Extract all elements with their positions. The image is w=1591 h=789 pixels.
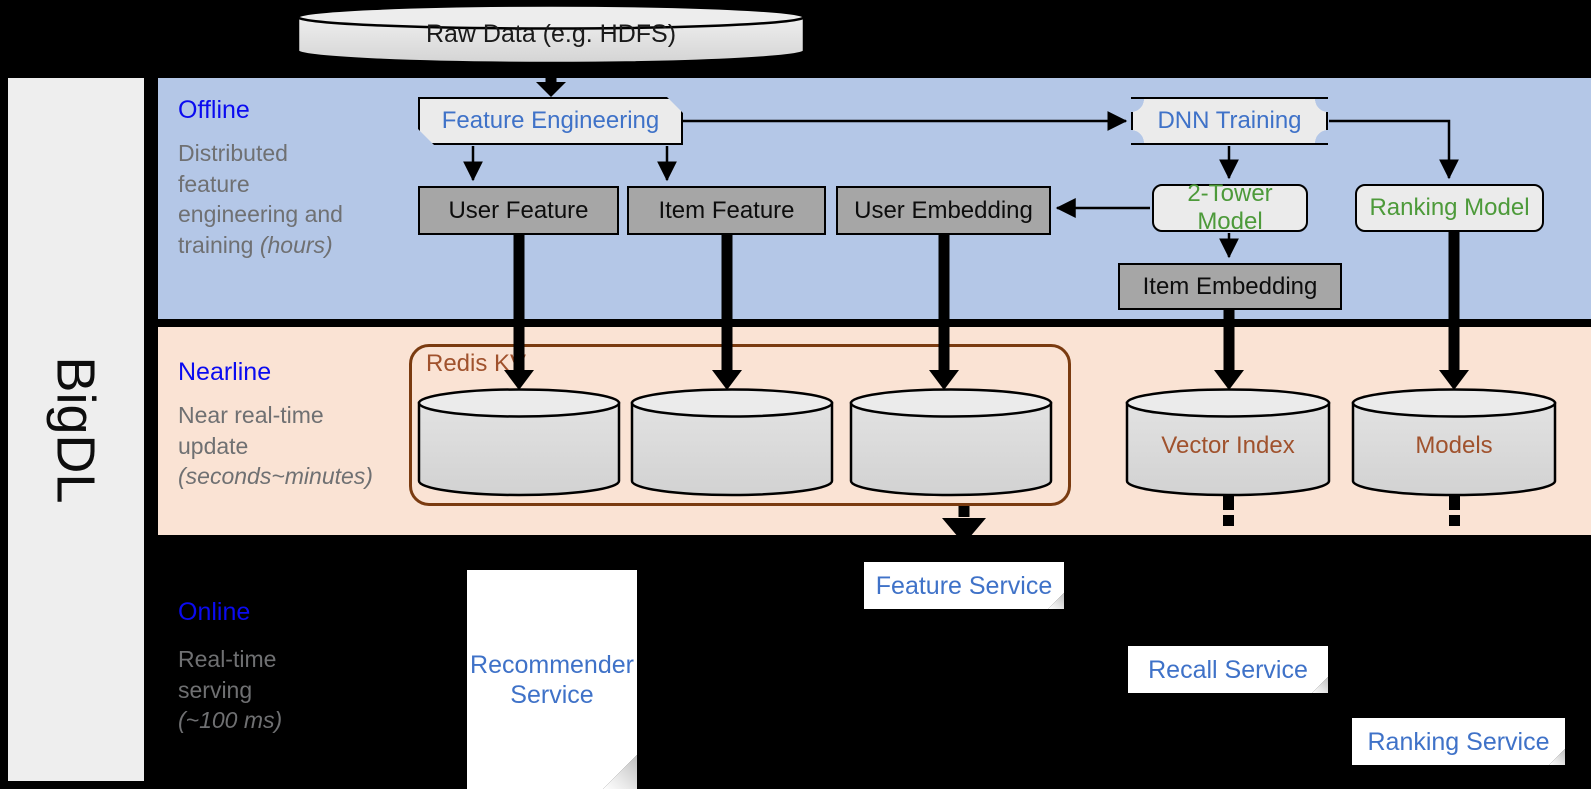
online-desc-line-2: serving bbox=[178, 676, 253, 703]
offline-stage-description: Distributed feature engineering and trai… bbox=[178, 138, 393, 260]
user-embedding-label: User Embedding bbox=[854, 196, 1033, 224]
vector-index-shape bbox=[1125, 388, 1331, 497]
user-embedding-store-cylinder[interactable] bbox=[849, 388, 1053, 497]
offline-desc-line-3: engineering and bbox=[178, 201, 343, 228]
nearline-desc-line-2: update bbox=[178, 432, 249, 459]
models-label: Models bbox=[1415, 432, 1493, 459]
recommender-service-label-line2: Service bbox=[510, 680, 594, 709]
item-feature-label: Item Feature bbox=[658, 196, 795, 224]
ranking-model-node[interactable]: Ranking Model bbox=[1355, 184, 1544, 232]
offline-desc-line-2: feature bbox=[178, 170, 250, 197]
bigdl-label: BigDL bbox=[46, 355, 107, 504]
item-embedding-node[interactable]: Item Embedding bbox=[1118, 263, 1342, 310]
recommender-service-label: Recommender Service bbox=[470, 650, 634, 710]
ranking-model-label: Ranking Model bbox=[1369, 194, 1530, 221]
feature-service-label: Feature Service bbox=[875, 571, 1053, 600]
models-cylinder[interactable]: Models bbox=[1351, 388, 1557, 497]
dnn-training-node[interactable]: DNN Training bbox=[1131, 97, 1328, 145]
ranking-service-label: Ranking Service bbox=[1367, 727, 1550, 756]
user-feature-store-cylinder[interactable] bbox=[417, 388, 621, 497]
item-feature-store-cylinder[interactable] bbox=[630, 388, 834, 497]
vector-index-cylinder[interactable]: Vector Index bbox=[1125, 388, 1331, 497]
recommender-service-label-line1: Recommender bbox=[470, 650, 634, 679]
bigdl-framework-rail: BigDL bbox=[8, 78, 144, 781]
two-tower-model-node[interactable]: 2-Tower Model bbox=[1152, 180, 1308, 235]
recall-service-node[interactable]: Recall Service bbox=[1128, 646, 1328, 693]
offline-desc-line-4: training bbox=[178, 231, 260, 258]
online-desc-italic: (~100 ms) bbox=[178, 707, 283, 734]
user-embedding-store-shape bbox=[849, 388, 1053, 497]
nearline-desc-italic: (seconds~minutes) bbox=[178, 463, 373, 490]
item-feature-store-shape bbox=[630, 388, 834, 497]
recommender-service-node[interactable]: Recommender Service bbox=[467, 570, 637, 789]
redis-kv-group bbox=[409, 344, 1071, 506]
raw-data-label: Raw Data (e.g. HDFS) bbox=[425, 20, 677, 48]
vector-index-label: Vector Index bbox=[1161, 432, 1295, 459]
feature-service-node[interactable]: Feature Service bbox=[864, 562, 1064, 609]
nearline-stage-title: Nearline bbox=[178, 358, 272, 386]
online-stage-description: Real-time serving (~100 ms) bbox=[178, 644, 393, 736]
online-stage-title: Online bbox=[178, 598, 251, 626]
online-desc-line-1: Real-time bbox=[178, 646, 277, 672]
user-embedding-node[interactable]: User Embedding bbox=[836, 186, 1051, 235]
redis-kv-label: Redis KV bbox=[426, 350, 527, 377]
recall-service-label: Recall Service bbox=[1148, 655, 1308, 684]
feature-engineering-label: Feature Engineering bbox=[441, 107, 660, 134]
user-feature-label: User Feature bbox=[448, 196, 589, 224]
raw-data-cylinder-shape bbox=[296, 4, 806, 65]
feature-engineering-node[interactable]: Feature Engineering bbox=[418, 97, 683, 145]
user-feature-node[interactable]: User Feature bbox=[418, 186, 619, 235]
two-tower-model-label: 2-Tower Model bbox=[1187, 180, 1273, 235]
offline-desc-line-1: Distributed bbox=[178, 140, 288, 166]
user-feature-store-shape bbox=[417, 388, 621, 497]
item-feature-node[interactable]: Item Feature bbox=[627, 186, 826, 235]
models-shape bbox=[1351, 388, 1557, 497]
raw-data-cylinder: Raw Data (e.g. HDFS) bbox=[296, 4, 806, 65]
offline-desc-italic: (hours) bbox=[259, 231, 333, 258]
ranking-service-node[interactable]: Ranking Service bbox=[1352, 718, 1565, 765]
dnn-training-label: DNN Training bbox=[1157, 107, 1302, 134]
nearline-desc-line-1: Near real-time bbox=[178, 402, 324, 428]
item-embedding-label: Item Embedding bbox=[1142, 272, 1318, 300]
nearline-stage-description: Near real-time update (seconds~minutes) bbox=[178, 400, 413, 492]
offline-stage-title: Offline bbox=[178, 96, 250, 124]
